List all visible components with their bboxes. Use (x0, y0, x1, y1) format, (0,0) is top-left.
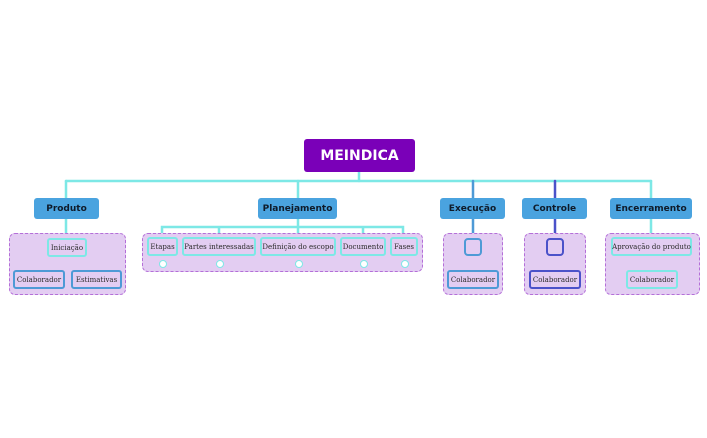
category-controle[interactable]: Controle (522, 198, 587, 219)
topic-colaborador-execucao[interactable]: Colaborador (447, 270, 499, 289)
topic-etapas[interactable]: Etapas (147, 237, 178, 256)
empty-topic-execucao[interactable] (464, 238, 482, 256)
empty-topic-controle[interactable] (546, 238, 564, 256)
collapsed-indicator-definicao-escopo[interactable] (295, 260, 303, 268)
collapsed-indicator-documento[interactable] (360, 260, 368, 268)
topic-estimativas[interactable]: Estimativas (71, 270, 122, 289)
root-node[interactable]: MEINDICA (304, 139, 415, 172)
connector-planejamento-children (160, 217, 405, 239)
topic-aprovacao-produto[interactable]: Aprovação do produto (611, 237, 692, 256)
topic-partes-interessadas[interactable]: Partes interessadas (182, 237, 256, 256)
topic-colaborador-controle[interactable]: Colaborador (529, 270, 581, 289)
collapsed-indicator-etapas[interactable] (159, 260, 167, 268)
category-execucao[interactable]: Execução (440, 198, 505, 219)
topic-colaborador-produto[interactable]: Colaborador (13, 270, 65, 289)
topic-iniciacao[interactable]: Iniciação (47, 238, 87, 257)
topic-colaborador-encerramento[interactable]: Colaborador (626, 270, 678, 289)
topic-definicao-escopo[interactable]: Definição do escopo (260, 237, 336, 256)
topic-fases[interactable]: Fases (390, 237, 418, 256)
collapsed-indicator-partes-interessadas[interactable] (216, 260, 224, 268)
category-produto[interactable]: Produto (34, 198, 99, 219)
collapsed-indicator-fases[interactable] (401, 260, 409, 268)
topic-documento[interactable]: Documento (340, 237, 386, 256)
category-encerramento[interactable]: Encerramento (610, 198, 692, 219)
category-planejamento[interactable]: Planejamento (258, 198, 337, 219)
